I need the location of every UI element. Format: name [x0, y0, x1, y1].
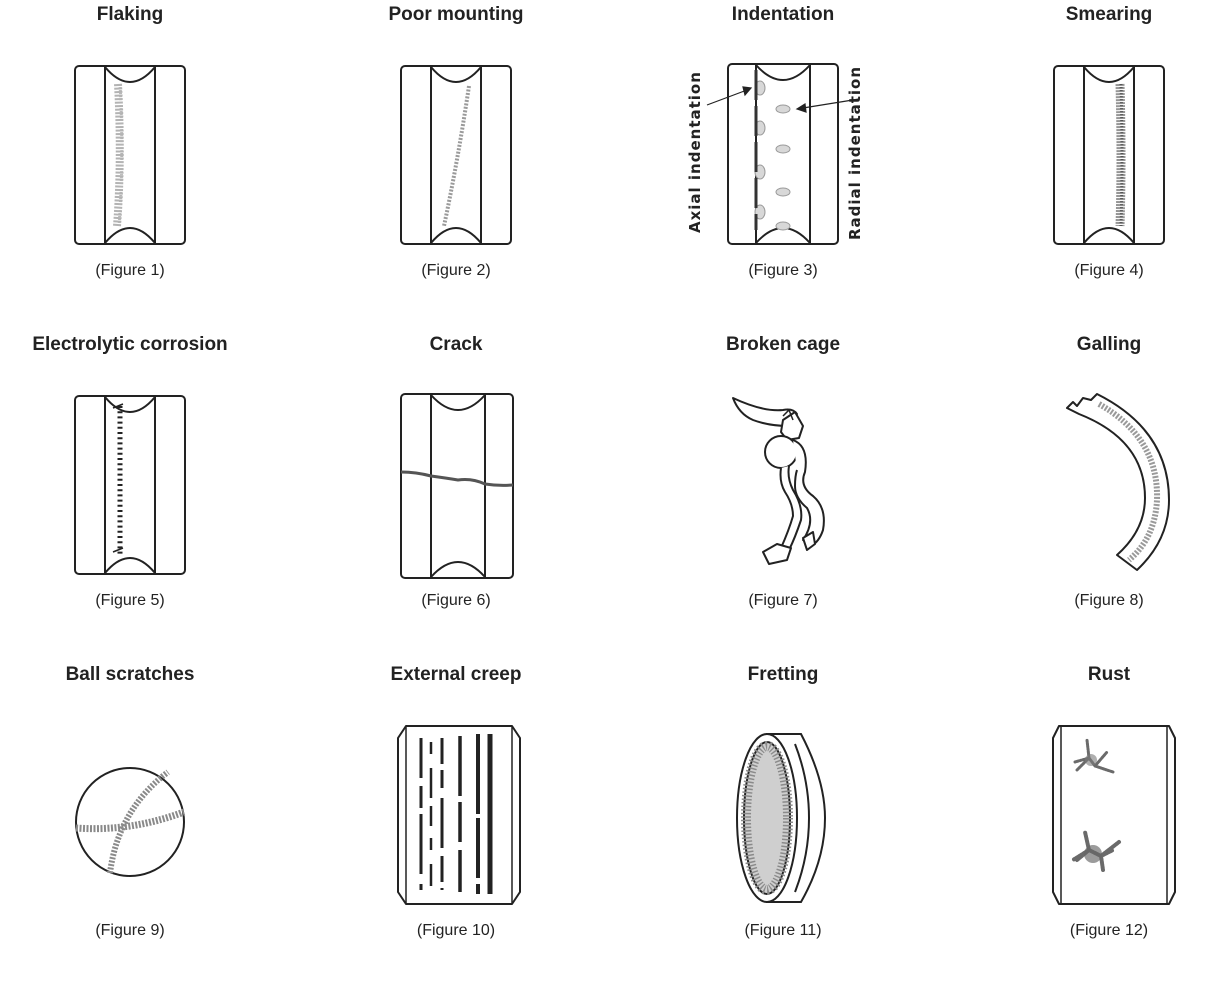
figure-caption: (Figure 5): [95, 592, 165, 609]
figure-caption: (Figure 11): [744, 922, 822, 939]
electrolytic-corrosion-ring-icon: [74, 395, 186, 575]
figure-title: Poor mounting: [388, 4, 524, 25]
smearing-ring-icon: [1053, 65, 1165, 245]
figure-caption: (Figure 12): [1069, 922, 1149, 939]
figure-ball-scratches: Ball scratches (Figure 9): [0, 660, 280, 990]
broken-cage-icon: [732, 397, 825, 565]
figure-caption: (Figure 7): [748, 592, 818, 609]
external-creep-ring-icon: [397, 725, 521, 905]
figure-title: Flaking: [96, 4, 164, 25]
figure-title: Ball scratches: [65, 664, 195, 685]
figure-caption: (Figure 4): [1074, 262, 1144, 279]
figure-caption: (Figure 10): [416, 922, 496, 939]
figure-smearing: Smearing (Figure 4): [959, 0, 1208, 330]
figure-broken-cage: Broken cage (Figure 7): [633, 330, 933, 660]
ball-scratches-icon: [75, 767, 186, 877]
figure-title: Fretting: [747, 664, 819, 685]
figure-caption: (Figure 8): [1074, 592, 1144, 609]
figure-flaking: Flaking (Figure 1): [0, 0, 280, 330]
figure-crack: Crack (Figure 6): [306, 330, 606, 660]
figure-caption: (Figure 3): [748, 262, 818, 279]
figure-caption: (Figure 1): [95, 262, 165, 279]
poor-mounting-ring-icon: [400, 65, 512, 245]
indentation-ring-icon: Axial indentation Radial indentation: [686, 63, 864, 245]
figure-title: Crack: [429, 334, 483, 355]
figure-title: Broken cage: [725, 334, 841, 355]
figure-caption: (Figure 9): [95, 922, 165, 939]
figure-galling: Galling (Figure 8): [959, 330, 1208, 660]
radial-indentation-label: Radial indentation: [846, 66, 864, 240]
fretting-ring-icon: [736, 733, 827, 903]
figure-external-creep: External creep (Figure 10): [306, 660, 606, 990]
figure-fretting: Fretting (Figure 11): [633, 660, 933, 990]
figure-title: Smearing: [1065, 4, 1153, 25]
figure-title: External creep: [390, 664, 522, 685]
figure-electrolytic-corrosion: Electrolytic corrosion (Figure 5): [0, 330, 280, 660]
figure-rust: Rust (Figure 12): [959, 660, 1208, 990]
figure-title: Indentation: [731, 4, 835, 25]
figure-title: Rust: [1087, 664, 1131, 685]
crack-ring-icon: [400, 393, 514, 579]
figure-caption: (Figure 2): [421, 262, 491, 279]
figure-title: Galling: [1076, 334, 1142, 355]
figure-indentation: Indentation: [633, 0, 933, 330]
axial-indentation-label: Axial indentation: [686, 71, 704, 233]
figure-title: Electrolytic corrosion: [32, 334, 228, 355]
figure-poor-mounting: Poor mounting (Figure 2): [306, 0, 606, 330]
galling-arc-icon: [1066, 393, 1170, 571]
bearing-damage-grid: Flaking (Figure 1) Poor mounting (Figure: [0, 0, 1208, 939]
flaking-ring-icon: [74, 65, 186, 245]
rust-ring-icon: [1052, 725, 1176, 905]
figure-caption: (Figure 6): [421, 592, 491, 609]
